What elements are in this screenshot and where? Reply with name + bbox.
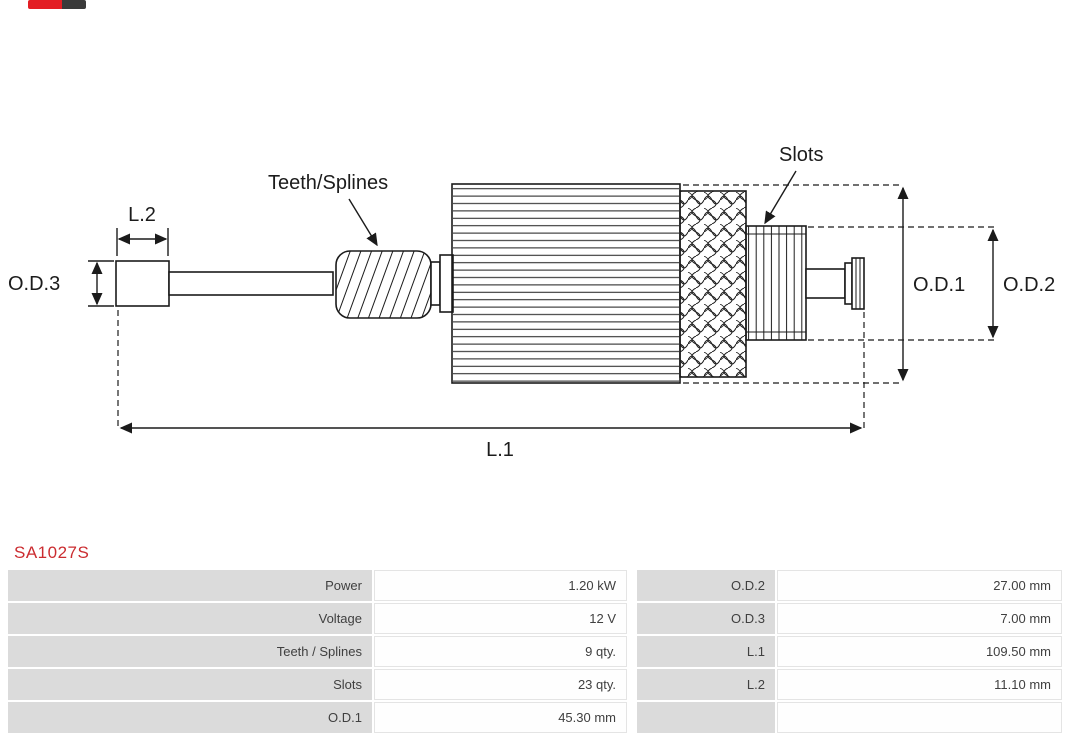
spec-label-cell: O.D.3 bbox=[637, 603, 775, 634]
part-number: SA1027S bbox=[14, 543, 90, 562]
spec-value-cell: 9 qty. bbox=[374, 636, 627, 667]
spline-collar-small bbox=[430, 261, 441, 306]
spec-label-cell bbox=[637, 702, 775, 733]
shaft-tip-end bbox=[851, 257, 865, 310]
armature-core bbox=[451, 183, 681, 384]
shaft-left-journal bbox=[115, 260, 170, 307]
shaft-tip-ring bbox=[844, 262, 853, 305]
spec-value-cell bbox=[777, 702, 1062, 733]
dimension-l2: L.2 bbox=[116, 204, 169, 256]
spacer bbox=[629, 603, 635, 634]
spec-table: Power 1.20 kW O.D.2 27.00 mm Voltage 12 … bbox=[8, 570, 1062, 733]
spec-value-cell: 7.00 mm bbox=[777, 603, 1062, 634]
spec-value-cell: 12 V bbox=[374, 603, 627, 634]
spline-section bbox=[335, 250, 454, 319]
brand-logo-dark-segment bbox=[62, 0, 86, 9]
spec-value-cell: 109.50 mm bbox=[777, 636, 1062, 667]
callout-teeth-splines: Teeth/Splines bbox=[268, 172, 388, 247]
spec-label-cell: Power bbox=[8, 570, 372, 601]
spec-label-cell: L.1 bbox=[637, 636, 775, 667]
callout-slots: Slots bbox=[764, 144, 823, 225]
spec-value-cell: 27.00 mm bbox=[777, 570, 1062, 601]
l2-label: L.2 bbox=[128, 204, 156, 226]
shaft-end-section bbox=[805, 268, 846, 299]
spec-value-cell: 11.10 mm bbox=[777, 669, 1062, 700]
shaft-end bbox=[805, 257, 865, 310]
spline-collar-large bbox=[439, 254, 454, 313]
dimension-od2: O.D.2 bbox=[808, 226, 1055, 341]
spacer bbox=[629, 636, 635, 667]
commutator bbox=[745, 225, 807, 341]
dimension-od3: O.D.3 bbox=[8, 260, 114, 307]
spec-label-cell: O.D.2 bbox=[637, 570, 775, 601]
armature-diagram: Teeth/Splines Slots L.2 O.D.3 O.D.1 O.D.… bbox=[8, 144, 1055, 461]
spec-value-cell: 23 qty. bbox=[374, 669, 627, 700]
od3-label: O.D.3 bbox=[8, 273, 60, 295]
spec-value-cell: 45.30 mm bbox=[374, 702, 627, 733]
shaft bbox=[115, 260, 334, 307]
spec-label-cell: L.2 bbox=[637, 669, 775, 700]
dimension-od1: O.D.1 bbox=[683, 184, 965, 384]
spec-label-cell: O.D.1 bbox=[8, 702, 372, 733]
spec-value-cell: 1.20 kW bbox=[374, 570, 627, 601]
spec-label-cell: Slots bbox=[8, 669, 372, 700]
od2-label: O.D.2 bbox=[1003, 274, 1055, 296]
winding-section bbox=[679, 190, 747, 378]
spec-label-cell: Voltage bbox=[8, 603, 372, 634]
slots-label: Slots bbox=[779, 144, 823, 166]
brand-logo-red-segment bbox=[28, 0, 62, 9]
dimension-l1: L.1 bbox=[117, 310, 865, 461]
spacer bbox=[629, 702, 635, 733]
brand-logo bbox=[28, 0, 86, 9]
od1-label: O.D.1 bbox=[913, 274, 965, 296]
teeth-splines-label: Teeth/Splines bbox=[268, 172, 388, 194]
l1-label: L.1 bbox=[486, 439, 514, 461]
spacer bbox=[629, 570, 635, 601]
spec-label-cell: Teeth / Splines bbox=[8, 636, 372, 667]
spacer bbox=[629, 669, 635, 700]
shaft-thin-section bbox=[168, 271, 334, 296]
